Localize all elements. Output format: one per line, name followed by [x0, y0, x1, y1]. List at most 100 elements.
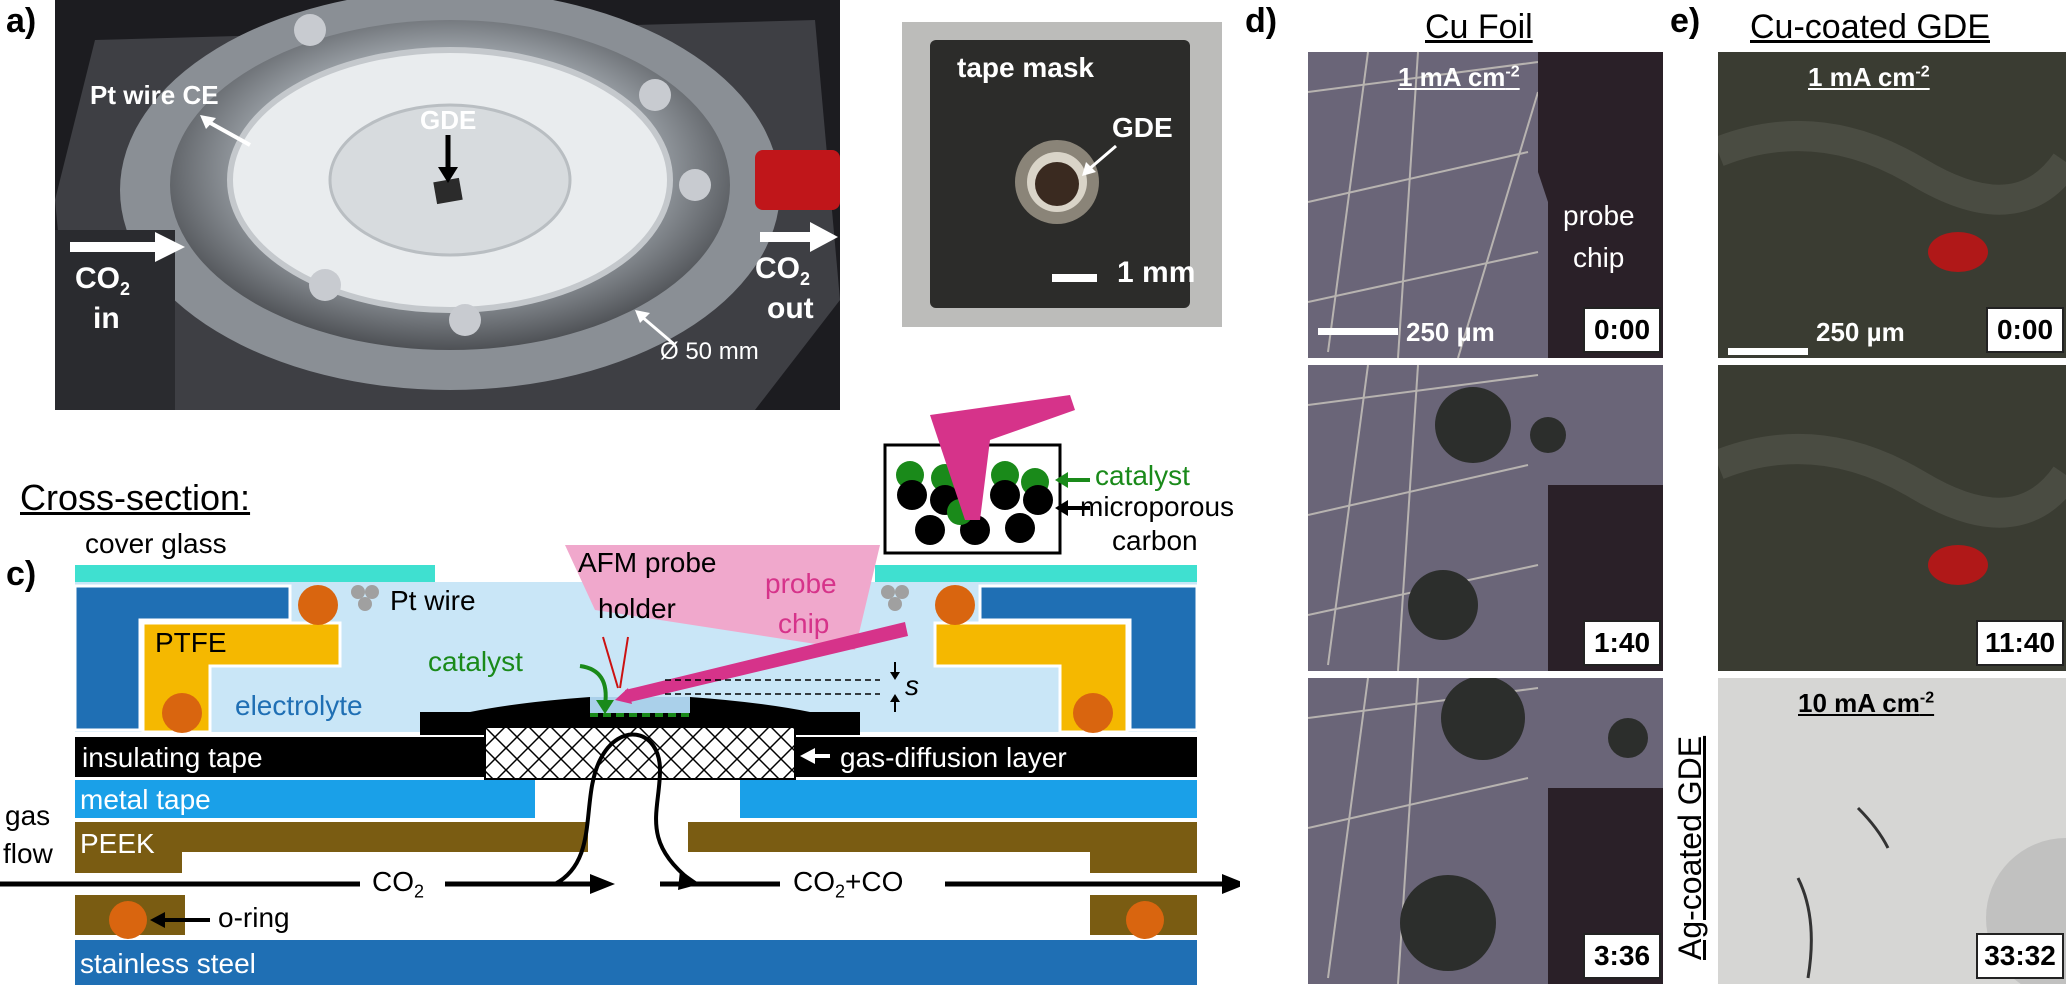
gas-diffusion-path-arrowhead: [678, 870, 700, 890]
catalyst-label: catalyst: [428, 646, 523, 677]
metal-tape-label: metal tape: [80, 784, 211, 815]
panel-label-e: e): [1670, 2, 1701, 40]
diameter-label: Ø 50 mm: [660, 338, 759, 365]
probe-tip: [615, 688, 632, 704]
electrolyte-label: electrolyte: [235, 690, 363, 721]
probe-chip: [625, 622, 908, 702]
metal-tape-right: [740, 780, 1197, 818]
co2-co-label: CO2+CO: [793, 866, 904, 902]
co2-out-label-2: out: [767, 292, 814, 325]
panel-label-a: a): [6, 2, 37, 40]
afm-probe-holder: [565, 545, 880, 650]
gas-diffusion-layer-label: gas-diffusion layer: [840, 742, 1067, 773]
gde-arrow-a: [438, 135, 458, 183]
co2-in-label: CO2: [75, 262, 131, 299]
oring-bottom-left: [109, 901, 147, 939]
oring-mid-left: [162, 693, 202, 733]
insulating-tape-raised: [420, 697, 860, 735]
time-stamp-e-3: 33:32: [1976, 933, 2064, 979]
gdl-arrowhead: [800, 748, 815, 764]
inset-carbon-arrowhead: [1055, 500, 1068, 516]
time-stamp-d-1: 0:00: [1583, 307, 1661, 353]
probe-chip-label-d-1: probe: [1563, 200, 1635, 231]
o-ring-label: o-ring: [218, 902, 290, 933]
oring-top-left: [298, 585, 338, 625]
co2-label: CO2: [372, 866, 425, 902]
pt-wire-label: Pt wire: [390, 585, 476, 616]
inset-catalyst-label: catalyst: [1095, 460, 1190, 491]
pt-wire-dots-left: [351, 585, 379, 611]
gde-arrow-b: [1082, 144, 1117, 176]
co2-in-arrow: [70, 232, 185, 262]
probe-chip-label-2: chip: [778, 608, 830, 639]
red-line-2: [619, 636, 629, 689]
gas-flow-arrowhead-2: [1222, 874, 1240, 894]
probe-chip-label-1: probe: [765, 568, 837, 599]
stainless-steel-label: stainless steel: [80, 948, 256, 979]
s-arrowhead-2: [890, 694, 900, 702]
gas-flow-label-2: flow: [3, 838, 53, 869]
oring-top-right: [935, 585, 975, 625]
oring-arrowhead: [150, 912, 165, 928]
current-label-e: 1 mA cm-2: [1808, 62, 1930, 92]
peek-label: PEEK: [80, 828, 155, 859]
inset-micro-label-1: microporous: [1080, 491, 1235, 522]
red-line-1: [602, 636, 619, 689]
catalyst-arrowhead: [596, 700, 614, 714]
tape-mask-label: tape mask: [957, 52, 1094, 83]
time-stamp-d-2: 1:40: [1583, 620, 1661, 666]
scale-label-b: 1 mm: [1117, 256, 1196, 289]
time-stamp-d-3: 3:36: [1583, 933, 1661, 979]
gde-label-b: GDE: [1112, 112, 1173, 143]
diameter-arrow: [635, 310, 676, 347]
afm-holder-label-1: AFM probe: [578, 547, 717, 578]
panel-e-frame-1: 1 mA cm-2 250 µm 0:00: [1718, 52, 2066, 358]
inset-micro-label-2: carbon: [1112, 525, 1198, 556]
gas-diffusion-path: [554, 732, 692, 886]
oring-mid-right: [1073, 693, 1113, 733]
panel-e-frame-3: 10 mA cm-2 33:32: [1718, 678, 2066, 984]
co2-out-label: CO2: [755, 252, 811, 289]
cross-section-title: Cross-section:: [20, 477, 251, 518]
panel-d-frame-3: 3:36: [1308, 678, 1663, 984]
current-label-e-2: 10 mA cm-2: [1798, 688, 1935, 718]
oring-bottom-right: [1126, 901, 1164, 939]
panel-d-frame-2: 1:40: [1308, 365, 1663, 671]
metal-tape-left: [75, 780, 535, 818]
panel-d-title: Cu Foil: [1425, 8, 1533, 46]
afm-holder-label-2: holder: [598, 593, 676, 624]
cu-gde-texture-2: [1718, 365, 2066, 671]
pt-wire-ce-label: Pt wire CE: [90, 80, 219, 110]
peek-left: [75, 822, 588, 873]
s-label: s: [905, 670, 919, 701]
inset-catalyst-arrowhead: [1055, 472, 1068, 488]
gas-flow-label-1: gas: [5, 800, 51, 831]
panel-label-d: d): [1245, 2, 1278, 40]
stainless-steel: [75, 940, 1197, 985]
scale-bar-b: [1052, 274, 1097, 282]
cell-body-left: [73, 584, 292, 732]
catalyst-arrow: [579, 664, 608, 706]
peek-right: [688, 822, 1197, 873]
scale-label-d: 250 µm: [1406, 317, 1495, 347]
panel-e-title: Cu-coated GDE: [1750, 8, 1990, 46]
panel-d-frame-1: 1 mA cm-2 probe chip 250 µm 0:00: [1308, 52, 1663, 358]
co2-out-arrow: [760, 222, 838, 252]
cover-glass-label: cover glass: [85, 528, 227, 559]
scale-bar-d: [1318, 328, 1398, 335]
probe-chip-label-d-2: chip: [1573, 242, 1625, 273]
current-label-d: 1 mA cm-2: [1398, 62, 1520, 92]
gde-label-a: GDE: [420, 105, 477, 135]
panel-b-photo: tape mask GDE 1 mm: [902, 22, 1222, 327]
cover-glass-right: [875, 565, 1197, 582]
pt-wire-arrow: [200, 115, 251, 147]
time-stamp-e-2: 11:40: [1976, 620, 2064, 666]
insulating-tape-label: insulating tape: [82, 742, 263, 773]
tape-mask-illustration: [902, 22, 1222, 327]
scale-label-e: 250 µm: [1816, 317, 1905, 347]
cu-foil-texture-2: [1308, 365, 1663, 671]
catalyst-window: [590, 697, 690, 713]
co2-in-label-2: in: [93, 302, 120, 335]
panel-label-c: c): [6, 555, 37, 593]
inset-probe: [930, 395, 1075, 520]
